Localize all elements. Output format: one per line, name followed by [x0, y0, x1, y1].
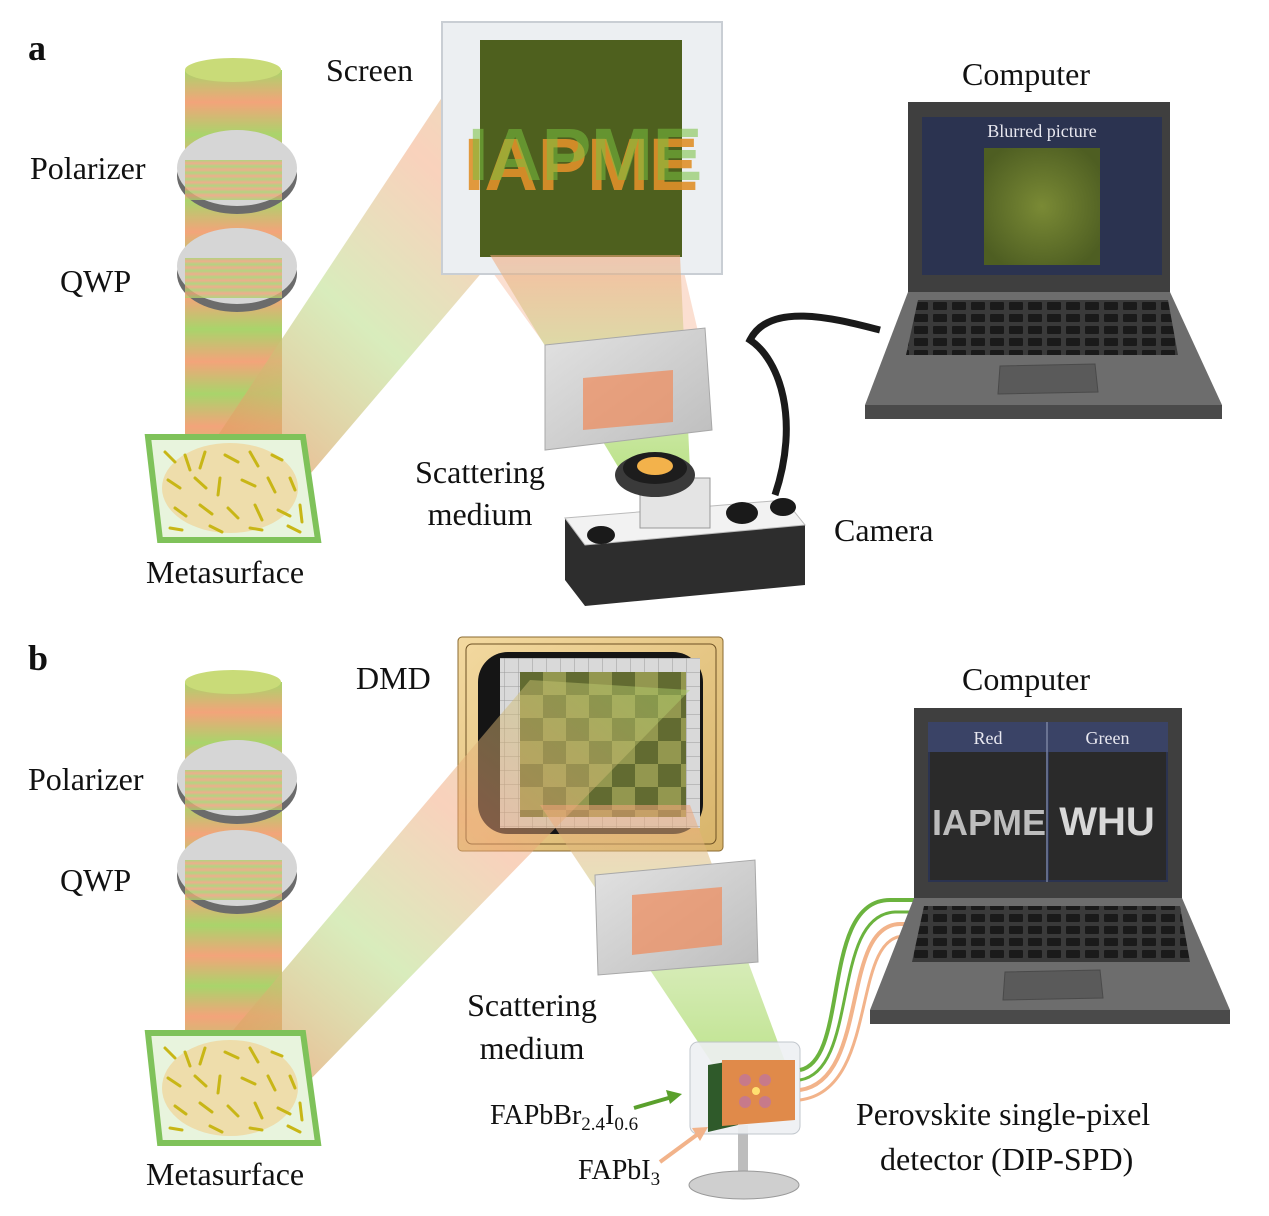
wire-orange — [799, 922, 920, 1092]
formula-orange: FAPbI3 — [578, 1155, 661, 1190]
screen: IAPME IAPME — [441, 21, 723, 275]
beam-top — [185, 58, 281, 82]
scattering-label-b-2: medium — [479, 1030, 585, 1066]
panel-b-letter: b — [28, 638, 49, 678]
camera-label: Camera — [834, 512, 934, 548]
nanorods-b — [163, 1046, 304, 1134]
panel-a-letter: a — [28, 28, 46, 68]
hologram-text-green: IAPME — [468, 113, 702, 196]
qwp-label-b: QWP — [60, 862, 132, 898]
formula-green: FAPbBr2.4I0.6 — [490, 1100, 639, 1135]
polarizer-label-b: Polarizer — [28, 761, 144, 797]
detector-label-2: detector (DIP-SPD) — [880, 1141, 1134, 1177]
orange-arrow — [658, 1132, 700, 1164]
polarizer-disc — [177, 130, 297, 214]
red-channel-header: Red — [973, 728, 1003, 748]
detector-label-1: Perovskite single-pixel — [856, 1096, 1151, 1132]
metasurface-label-a: Metasurface — [146, 554, 305, 590]
qwp-disc — [177, 228, 297, 312]
green-channel-text: WHU — [1059, 800, 1155, 844]
qwp-disc-b — [177, 830, 297, 914]
metasurface-b — [144, 1030, 322, 1146]
blurred-image — [984, 148, 1100, 265]
hologram-text: IAPME — [464, 123, 698, 206]
scattering-label-b-1: Scattering — [467, 987, 597, 1023]
laptop-a — [865, 102, 1222, 419]
camera — [564, 452, 806, 606]
laptop-a-screen-title: Blurred picture — [987, 121, 1097, 141]
green-arrow — [633, 1095, 673, 1110]
screen-label: Screen — [326, 52, 414, 88]
diffracted-beam-b — [195, 680, 690, 1085]
computer-label-b: Computer — [962, 661, 1090, 697]
polarizer-label-a: Polarizer — [30, 150, 146, 186]
green-channel-image — [1049, 752, 1166, 880]
polarizer-disc-b — [177, 740, 297, 824]
nanorods — [163, 450, 304, 534]
panel-b: IAPME WHU — [144, 636, 1230, 1200]
dmd-label: DMD — [356, 660, 431, 696]
metasurface-label-b: Metasurface — [146, 1156, 305, 1192]
scattering-label-a-2: medium — [427, 496, 533, 532]
panel-a: IAPME IAPME — [144, 21, 1222, 606]
wire-green — [799, 898, 920, 1072]
metasurface-a — [144, 434, 322, 543]
laptop-b: IAPME WHU — [870, 708, 1230, 1024]
scattering-medium-a — [544, 327, 713, 451]
scattering-label-a-1: Scattering — [415, 454, 545, 490]
camera-cable — [745, 312, 881, 497]
perovskite-detector — [688, 1041, 801, 1200]
computer-label-a: Computer — [962, 56, 1090, 92]
red-channel-image — [930, 752, 1046, 880]
scattering-medium-b — [594, 859, 759, 976]
red-channel-text: IAPME — [932, 802, 1046, 843]
qwp-label-a: QWP — [60, 263, 132, 299]
green-channel-header: Green — [1085, 728, 1130, 748]
